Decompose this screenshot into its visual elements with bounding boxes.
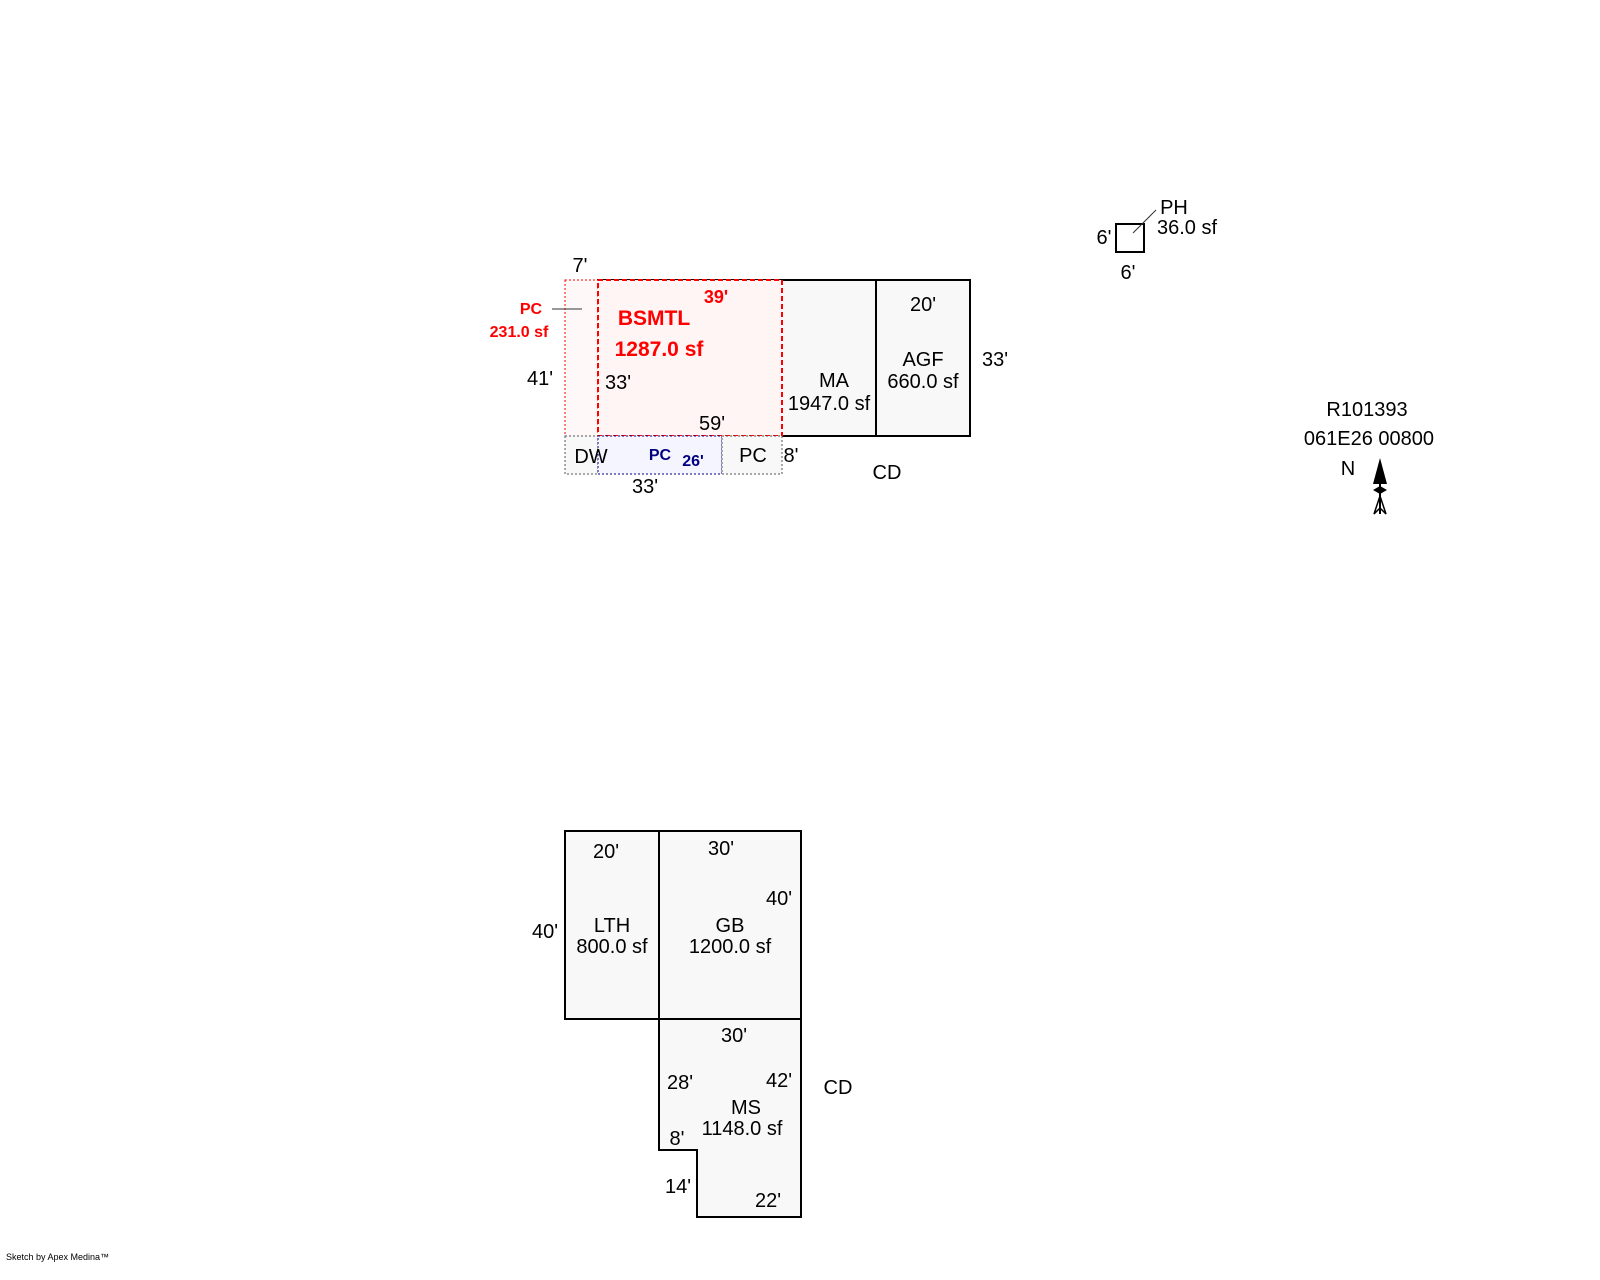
agf-dim-top: 20': [910, 294, 936, 316]
pc-bottom-area: [597, 435, 723, 475]
ph-dim-left: 6': [1097, 227, 1112, 249]
ma-label: MA: [819, 370, 850, 392]
pc-right-area: [721, 435, 783, 475]
lower-cd-label: CD: [824, 1077, 853, 1099]
pc-left-area-text: 231.0 sf: [490, 324, 549, 341]
ph-sketch: PH 36.0 sf 6' 6': [1097, 197, 1218, 284]
upper-sketch: 7' PC 231.0 sf 41' 39' BSMTL 1287.0 sf 3…: [490, 255, 1008, 498]
gb-label: GB: [716, 915, 745, 937]
ms-area-text: 1148.0 sf: [702, 1118, 783, 1140]
gb-dim-top: 30': [708, 838, 734, 860]
gb-area-text: 1200.0 sf: [689, 936, 772, 958]
lth-dim-left: 40': [532, 921, 558, 943]
ph-dim-bottom: 6': [1121, 262, 1136, 284]
parcel-number: 061E26 00800: [1304, 428, 1434, 450]
north-label: N: [1341, 458, 1355, 480]
bsmtl-area-text: 1287.0 sf: [615, 338, 705, 361]
agf-area: [875, 279, 971, 437]
pc-bottom-label: PC: [649, 447, 672, 464]
lth-label: LTH: [594, 915, 630, 937]
ms-dim-right: 42': [766, 1070, 792, 1092]
ph-label: PH: [1160, 197, 1188, 219]
parcel-id: R101393: [1326, 399, 1407, 421]
dw-label: DW: [574, 446, 607, 468]
pc-right-label: PC: [739, 445, 767, 467]
ms-dim-step: 8': [670, 1128, 685, 1150]
parcel-info: R101393 061E26 00800 N: [1304, 399, 1434, 515]
pc-left-dim-left: 41': [527, 368, 553, 390]
gb-dim-right: 40': [766, 888, 792, 910]
pc-bottom-dim: 26': [682, 453, 704, 470]
lth-dim-top: 20': [593, 841, 619, 863]
pc-left-area: [564, 279, 599, 437]
ms-area: [658, 1018, 802, 1218]
pc-left-dim-top: 7': [573, 255, 588, 277]
ms-dim-top: 30': [721, 1025, 747, 1047]
bsmtl-dim-left: 33': [605, 372, 631, 394]
bsmtl-label: BSMTL: [618, 307, 690, 330]
bsmtl-dim-top: 39': [704, 287, 728, 307]
lth-area-text: 800.0 sf: [576, 936, 648, 958]
ph-leader: [1132, 209, 1157, 234]
lower-sketch: 20' 40' LTH 800.0 sf 30' 40' GB 1200.0 s…: [532, 830, 853, 1218]
ph-area: [1115, 223, 1145, 253]
agf-area-text: 660.0 sf: [887, 371, 959, 393]
upper-dim-bottom: 33': [632, 476, 658, 498]
north-arrow-icon: [1373, 458, 1387, 515]
ms-dim-lower-left: 14': [665, 1176, 691, 1198]
agf-label: AGF: [902, 349, 943, 371]
gb-area: [658, 830, 802, 1020]
ma-area-text: 1947.0 sf: [788, 393, 871, 415]
pc-right-dim: 8': [784, 445, 799, 467]
pc-left-label: PC: [520, 301, 543, 318]
footer-credit: Sketch by Apex Medina™: [6, 1252, 109, 1262]
upper-cd-label: CD: [873, 462, 902, 484]
ph-area-text: 36.0 sf: [1157, 217, 1217, 239]
ms-dim-left: 28': [667, 1072, 693, 1094]
ms-label: MS: [731, 1097, 761, 1119]
dw-area: [564, 435, 599, 475]
ms-dim-bottom: 22': [755, 1190, 781, 1212]
agf-dim-right: 33': [982, 349, 1008, 371]
bsmtl-dim-bottom: 59': [699, 413, 725, 435]
lth-area: [564, 830, 660, 1020]
